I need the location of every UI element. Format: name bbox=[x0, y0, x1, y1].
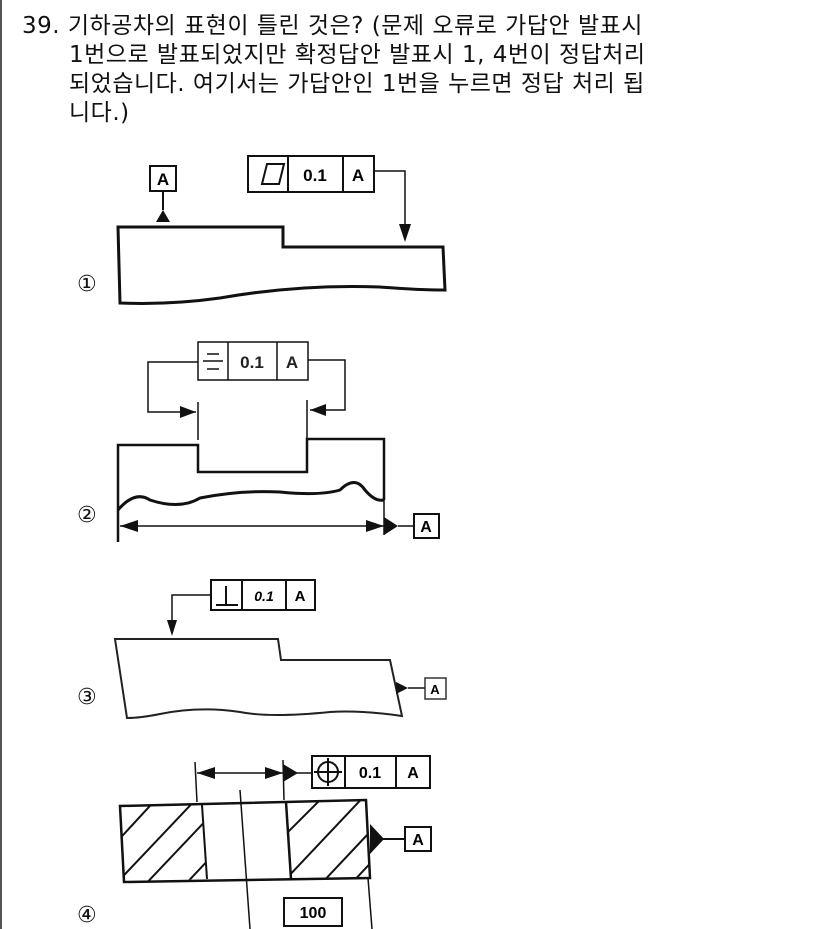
feature-control-frame: 0.1 A bbox=[311, 755, 431, 789]
svg-text:A: A bbox=[286, 353, 298, 372]
svg-text:A: A bbox=[157, 170, 169, 189]
svg-text:0.1: 0.1 bbox=[240, 353, 264, 372]
datum-callout: A bbox=[396, 677, 447, 700]
question-number: 39. bbox=[22, 13, 61, 39]
datum-box: A bbox=[149, 165, 177, 222]
svg-text:A: A bbox=[412, 832, 424, 849]
option-4-label[interactable]: ④ bbox=[77, 903, 97, 928]
svg-text:A: A bbox=[295, 588, 306, 605]
svg-text:0.1: 0.1 bbox=[254, 588, 274, 604]
dimension-line bbox=[120, 500, 414, 535]
option-1-diagram[interactable]: A 0.1 A bbox=[0, 140, 826, 320]
svg-text:0.1: 0.1 bbox=[359, 765, 381, 782]
option-1-label[interactable]: ① bbox=[77, 272, 97, 297]
dimension-box: 100 bbox=[283, 897, 343, 927]
left-border bbox=[0, 0, 2, 929]
svg-text:A: A bbox=[407, 765, 419, 782]
question-line-2: 1번으로 발표되었지만 확정답안 발표시 1, 4번이 정답처리 bbox=[69, 42, 646, 68]
option-3-diagram[interactable]: 0.1 A A bbox=[0, 570, 826, 720]
option-2-label[interactable]: ② bbox=[77, 503, 97, 528]
svg-text:A: A bbox=[430, 682, 440, 697]
feature-control-frame: 0.1 A bbox=[167, 579, 316, 636]
question-text: 39. 기하공차의 표현이 틀린 것은? (문제 오류로 가답안 발표시 1번으… bbox=[22, 12, 812, 128]
datum-callout: A bbox=[370, 824, 432, 854]
symmetry-icon bbox=[203, 353, 223, 370]
datum-box: A bbox=[413, 513, 440, 539]
svg-text:A: A bbox=[352, 166, 364, 185]
perpendicularity-icon bbox=[216, 586, 238, 606]
part-outline bbox=[118, 798, 372, 884]
question-line-1: 39. 기하공차의 표현이 틀린 것은? (문제 오류로 가답안 발표시 bbox=[22, 13, 643, 39]
position-icon bbox=[314, 758, 342, 786]
dimension-line bbox=[194, 759, 312, 803]
part-outline bbox=[113, 638, 404, 720]
part-outline bbox=[116, 437, 386, 542]
question-line-3: 되었습니다. 여기서는 가답안인 1번을 누르면 정답 처리 됩 bbox=[69, 71, 645, 97]
option-2-diagram[interactable]: 0.1 A A bbox=[0, 330, 826, 550]
flatness-icon bbox=[260, 163, 286, 185]
svg-text:100: 100 bbox=[300, 905, 327, 922]
option-3-label[interactable]: ③ bbox=[77, 685, 97, 710]
svg-text:A: A bbox=[420, 519, 432, 536]
option-4-diagram[interactable]: 0.1 A A 100 bbox=[0, 740, 826, 929]
question-line-4: 니다.) bbox=[69, 100, 130, 126]
feature-control-frame: 0.1 A bbox=[247, 155, 411, 242]
part-outline bbox=[116, 225, 447, 305]
feature-control-frame: 0.1 A bbox=[147, 341, 346, 440]
svg-text:0.1: 0.1 bbox=[303, 166, 327, 185]
